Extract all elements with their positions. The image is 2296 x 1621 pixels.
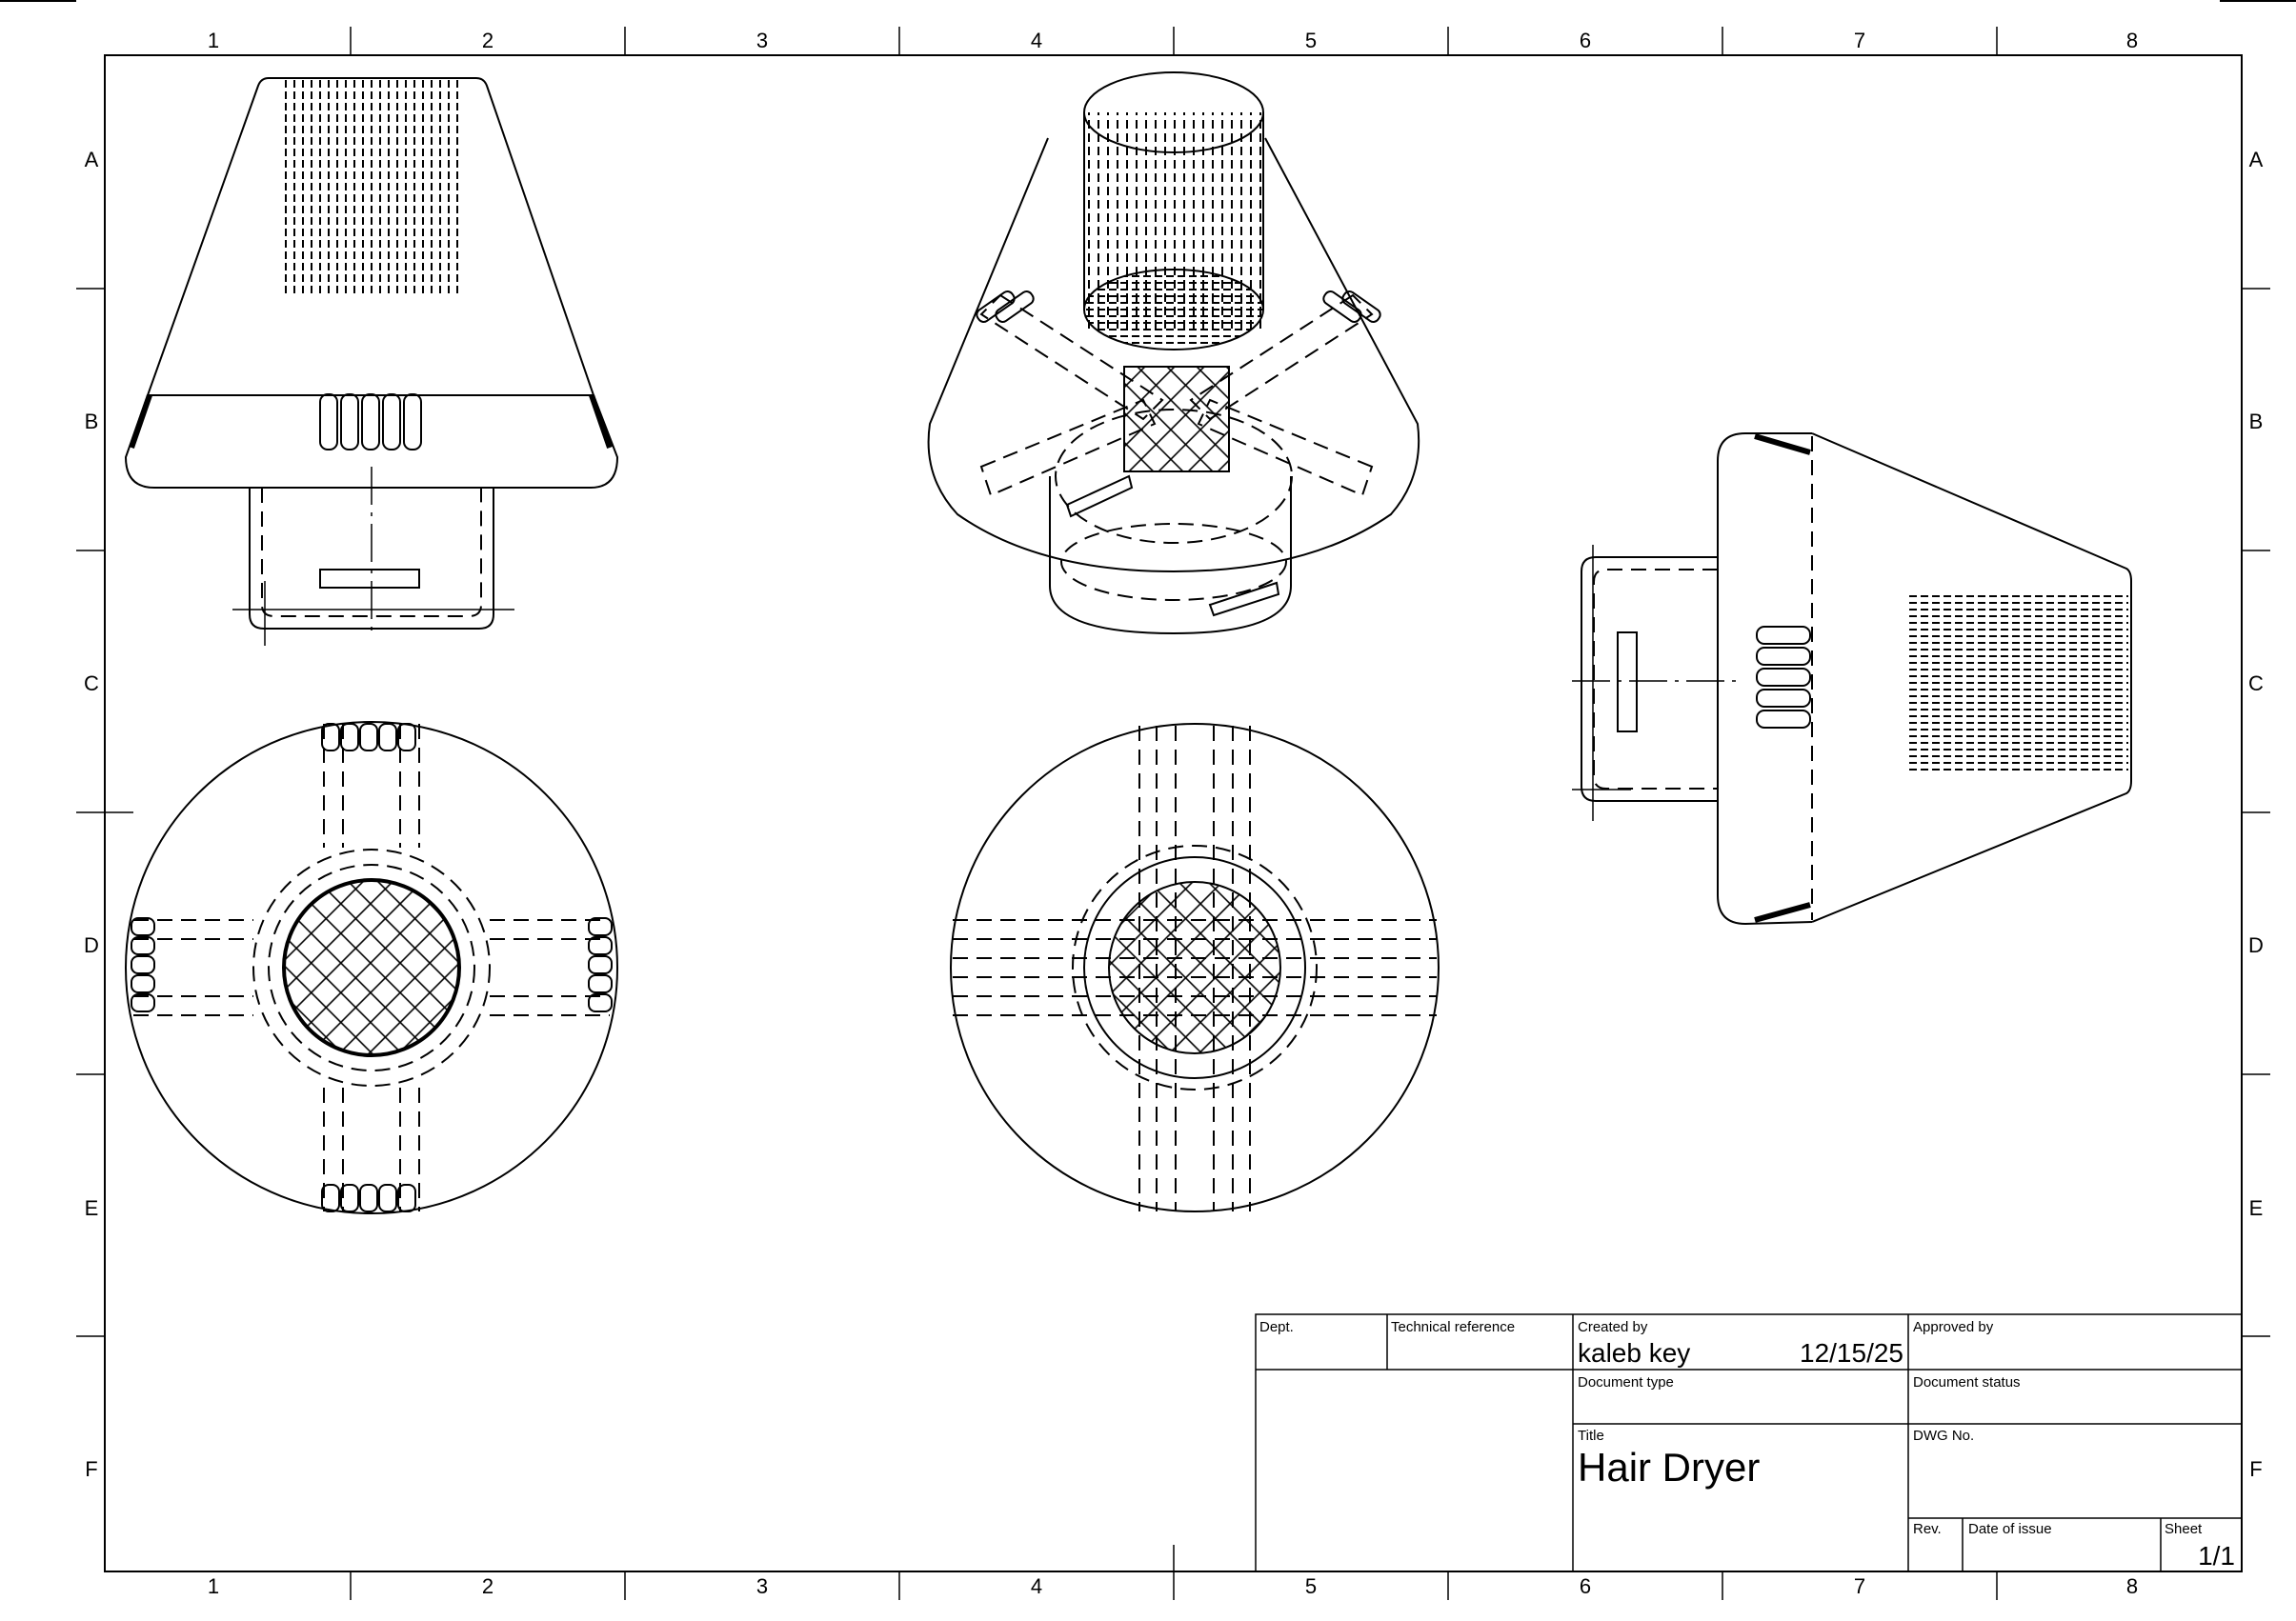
created-date-value: 12/15/25	[1800, 1338, 1903, 1368]
zone-col-3-top: 3	[756, 29, 768, 52]
bottom-view	[125, 721, 618, 1214]
zone-row-e-left: E	[85, 1196, 99, 1220]
zone-row-a-left: A	[85, 148, 99, 171]
zone-col-5-top: 5	[1305, 29, 1317, 52]
zone-col-1-bottom: 1	[208, 1574, 219, 1598]
zone-row-b-right: B	[2249, 410, 2264, 433]
switch-slots	[319, 393, 422, 450]
title-value: Hair Dryer	[1578, 1445, 1760, 1490]
date-of-issue-label: Date of issue	[1968, 1521, 2052, 1537]
zone-col-6-bottom: 6	[1580, 1574, 1591, 1598]
zone-col-8-top: 8	[2126, 29, 2138, 52]
zone-col-2-top: 2	[482, 29, 493, 52]
sheet-label: Sheet	[2165, 1521, 2203, 1537]
zone-row-a-right: A	[2249, 148, 2264, 171]
zone-col-7-top: 7	[1854, 29, 1865, 52]
dept-label: Dept.	[1259, 1319, 1294, 1335]
side-view	[1572, 432, 2132, 926]
zone-col-7-bottom: 7	[1854, 1574, 1865, 1598]
side-switch-slots	[1756, 626, 1811, 729]
document-status-label: Document status	[1913, 1374, 2021, 1391]
zone-row-c-right: C	[2248, 671, 2264, 695]
technical-reference-label: Technical reference	[1391, 1319, 1515, 1335]
zone-col-8-bottom: 8	[2126, 1574, 2138, 1598]
vent-pattern	[280, 76, 461, 297]
zone-col-6-top: 6	[1580, 29, 1591, 52]
rev-label: Rev.	[1913, 1521, 1942, 1537]
title-block: Dept. Technical reference Created by kal…	[1255, 1313, 2243, 1572]
zone-col-4-bottom: 4	[1031, 1574, 1042, 1598]
zone-row-e-right: E	[2249, 1196, 2264, 1220]
front-view	[124, 76, 619, 646]
top-view	[950, 723, 1440, 1212]
created-by-label: Created by	[1578, 1319, 1648, 1335]
zone-col-5-bottom: 5	[1305, 1574, 1317, 1598]
zone-col-3-bottom: 3	[756, 1574, 768, 1598]
approved-by-label: Approved by	[1913, 1319, 1994, 1335]
zone-row-d-left: D	[84, 933, 99, 957]
zone-col-1-top: 1	[208, 29, 219, 52]
document-type-label: Document type	[1578, 1374, 1674, 1391]
zone-labels: 1 2 3 4 5 6 7 8 1 2 3 4 5 6 7 8 A B C D …	[84, 29, 2264, 1598]
zone-row-f-right: F	[2249, 1457, 2262, 1481]
side-vent-pattern	[1909, 590, 2128, 771]
dwg-no-label: DWG No.	[1913, 1428, 1974, 1444]
zone-row-d-right: D	[2248, 933, 2264, 957]
zone-col-2-bottom: 2	[482, 1574, 493, 1598]
iso-grill	[1123, 366, 1230, 472]
zone-row-b-left: B	[85, 410, 99, 433]
heater-cylinder	[1083, 71, 1264, 350]
isometric-view	[927, 71, 1420, 635]
created-by-value: kaleb key	[1578, 1338, 1690, 1368]
zone-row-c-left: C	[84, 671, 99, 695]
zone-row-f-left: F	[85, 1457, 97, 1481]
title-label: Title	[1578, 1428, 1604, 1444]
zone-col-4-top: 4	[1031, 29, 1042, 52]
sheet-value: 1/1	[2198, 1541, 2235, 1571]
top-grill	[1108, 881, 1281, 1054]
